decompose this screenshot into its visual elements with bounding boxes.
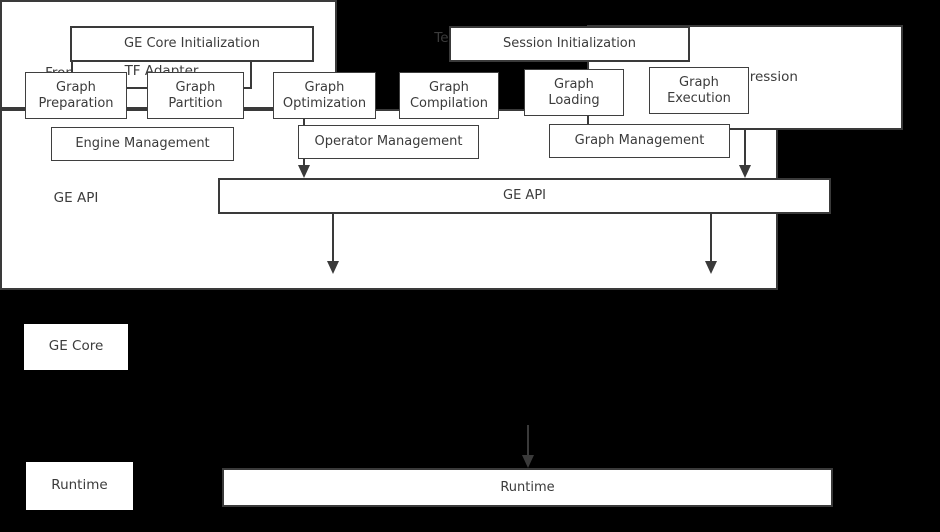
module-graph-execution[interactable]: Graph Execution	[649, 67, 749, 114]
ge-api-bar-label: GE API	[503, 188, 546, 204]
module-graph-optimization[interactable]: Graph Optimization	[273, 72, 376, 119]
layer-label-ge-core: GE Core	[24, 324, 128, 370]
management-engine-label: Engine Management	[75, 136, 210, 152]
ge-api-bar[interactable]: GE API	[218, 178, 831, 214]
layer-label-runtime: Runtime	[26, 462, 133, 510]
management-graph[interactable]: Graph Management	[549, 124, 730, 158]
arrow-ge-core-to-runtime	[520, 425, 536, 468]
management-operator-label: Operator Management	[314, 134, 463, 150]
arrow-mindexpression-to-ge-api	[737, 130, 753, 178]
layer-label-ge-core-text: GE Core	[48, 338, 104, 355]
layer-label-runtime-text: Runtime	[51, 477, 108, 494]
module-graph-partition-label: Graph Partition	[168, 80, 223, 111]
layer-label-ge-api-text: GE API	[53, 190, 99, 207]
module-graph-optimization-label: Graph Optimization	[282, 80, 367, 111]
ge-core-initialization-label: GE Core Initialization	[124, 36, 260, 52]
runtime-bar-label: Runtime	[500, 479, 555, 495]
module-graph-loading-label: Graph Loading	[548, 77, 600, 108]
management-engine[interactable]: Engine Management	[51, 127, 234, 161]
module-graph-partition[interactable]: Graph Partition	[147, 72, 244, 119]
session-initialization-box[interactable]: Session Initialization	[449, 26, 690, 62]
arrow-ge-api-to-ge-core-initialization	[325, 214, 341, 274]
session-initialization-label: Session Initialization	[502, 36, 636, 52]
arrow-ge-api-to-session-initialization	[703, 214, 719, 274]
module-graph-compilation-label: Graph Compilation	[409, 80, 489, 111]
module-graph-execution-label: Graph Execution	[667, 75, 731, 106]
module-graph-preparation[interactable]: Graph Preparation	[25, 72, 127, 119]
module-graph-loading[interactable]: Graph Loading	[524, 69, 624, 116]
module-graph-compilation[interactable]: Graph Compilation	[399, 72, 499, 119]
management-graph-label: Graph Management	[574, 133, 705, 149]
management-operator[interactable]: Operator Management	[298, 125, 479, 159]
runtime-bar[interactable]: Runtime	[222, 468, 833, 507]
layer-label-ge-api: GE API	[24, 176, 128, 222]
module-graph-preparation-label: Graph Preparation	[38, 80, 114, 111]
ge-core-initialization-box[interactable]: GE Core Initialization	[70, 26, 314, 62]
